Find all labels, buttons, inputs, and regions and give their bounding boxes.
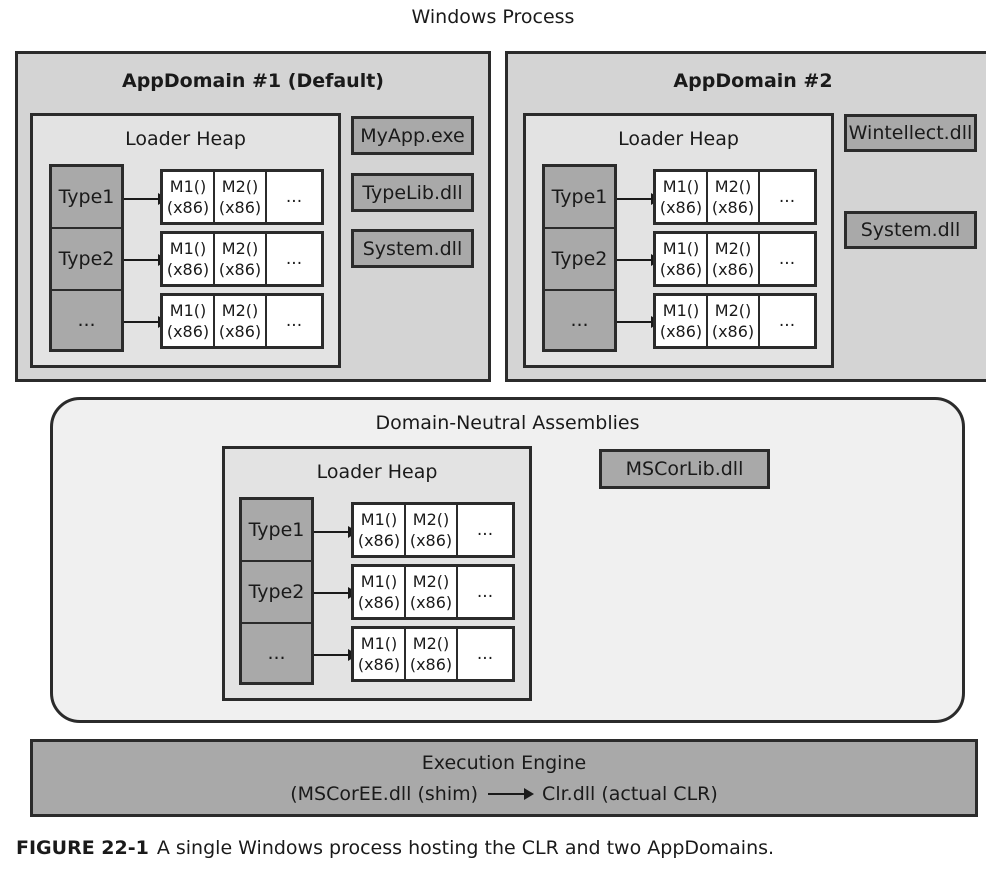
method-table-row: M1()(x86) M2()(x86) ... bbox=[160, 169, 324, 225]
method-table-row: M1()(x86) M2()(x86) ... bbox=[160, 231, 324, 287]
arrow-line bbox=[124, 198, 160, 200]
loader-heap-title: Loader Heap bbox=[618, 128, 739, 150]
arrow-line bbox=[124, 321, 160, 323]
method-cell: M1()(x86) bbox=[656, 296, 708, 346]
domain-neutral-region: Domain-Neutral Assemblies Loader Heap Ty… bbox=[50, 397, 965, 723]
method-cell: M2()(x86) bbox=[406, 629, 458, 679]
method-cell: M2()(x86) bbox=[708, 296, 760, 346]
assembly-box: Wintellect.dll bbox=[844, 114, 977, 152]
more-methods-cell: ... bbox=[778, 186, 796, 207]
domain-neutral-title: Domain-Neutral Assemblies bbox=[375, 412, 640, 434]
more-methods-cell: ... bbox=[476, 581, 494, 602]
assembly-box: MyApp.exe bbox=[351, 116, 474, 155]
appdomain-1: AppDomain #1 (Default) Loader Heap Type1… bbox=[15, 51, 491, 382]
more-methods-cell: ... bbox=[778, 248, 796, 269]
arrow-line bbox=[314, 531, 350, 533]
type-cell: Type1 bbox=[248, 519, 305, 541]
appdomain-2-title: AppDomain #2 bbox=[673, 70, 833, 92]
method-table-row: M1()(x86) M2()(x86) ... bbox=[653, 293, 817, 349]
assembly-box: System.dll bbox=[351, 229, 474, 268]
method-cell: M1()(x86) bbox=[163, 296, 215, 346]
method-cell: M2()(x86) bbox=[406, 567, 458, 617]
type-cell: Type1 bbox=[58, 186, 115, 208]
execution-engine-title: Execution Engine bbox=[421, 752, 587, 774]
method-table-row: M1()(x86) M2()(x86) ... bbox=[653, 231, 817, 287]
type-cell: Type1 bbox=[551, 186, 608, 208]
method-cell: M1()(x86) bbox=[163, 234, 215, 284]
method-cell: M1()(x86) bbox=[163, 172, 215, 222]
type-cell: ... bbox=[242, 622, 311, 682]
arrow-line bbox=[617, 321, 653, 323]
assembly-box: TypeLib.dll bbox=[351, 173, 474, 212]
method-table-row: M1()(x86) M2()(x86) ... bbox=[653, 169, 817, 225]
arrow-line bbox=[124, 259, 160, 261]
loader-heap: Loader Heap Type1 Type2 ... M1()(x86) M2… bbox=[30, 113, 341, 368]
method-cell: M2()(x86) bbox=[406, 505, 458, 555]
loader-heap: Loader Heap Type1 Type2 ... M1()(x86) M2… bbox=[222, 446, 532, 701]
figure-label: FIGURE 22-1 bbox=[16, 837, 149, 859]
arrow-line bbox=[617, 259, 653, 261]
arrow-line bbox=[617, 198, 653, 200]
method-table-row: M1()(x86) M2()(x86) ... bbox=[160, 293, 324, 349]
assembly-box: System.dll bbox=[844, 211, 977, 249]
method-cell: M1()(x86) bbox=[354, 505, 406, 555]
type-cell: Type2 bbox=[545, 227, 614, 289]
method-table-row: M1()(x86) M2()(x86) ... bbox=[351, 564, 515, 620]
arrow-line bbox=[314, 654, 350, 656]
type-cell: Type2 bbox=[52, 227, 121, 289]
loader-heap-title: Loader Heap bbox=[125, 128, 246, 150]
assembly-box: MSCorLib.dll bbox=[599, 449, 770, 489]
arrow-right-icon bbox=[488, 787, 536, 801]
more-methods-cell: ... bbox=[285, 310, 303, 331]
method-table-row: M1()(x86) M2()(x86) ... bbox=[351, 626, 515, 682]
method-cell: M1()(x86) bbox=[656, 172, 708, 222]
clr-label: Clr.dll (actual CLR) bbox=[542, 783, 718, 805]
method-cell: M2()(x86) bbox=[708, 172, 760, 222]
execution-engine: Execution Engine (MSCorEE.dll (shim) Clr… bbox=[30, 739, 978, 817]
method-cell: M2()(x86) bbox=[215, 172, 267, 222]
type-column: Type1 Type2 ... bbox=[49, 164, 124, 352]
type-cell: ... bbox=[52, 289, 121, 349]
appdomain-2: AppDomain #2 Loader Heap Type1 Type2 ...… bbox=[505, 51, 986, 382]
method-cell: M2()(x86) bbox=[708, 234, 760, 284]
more-methods-cell: ... bbox=[285, 186, 303, 207]
method-cell: M2()(x86) bbox=[215, 296, 267, 346]
type-cell: ... bbox=[545, 289, 614, 349]
arrow-line bbox=[314, 592, 350, 594]
method-cell: M1()(x86) bbox=[354, 567, 406, 617]
more-methods-cell: ... bbox=[778, 310, 796, 331]
type-column: Type1 Type2 ... bbox=[542, 164, 617, 352]
process-title: Windows Process bbox=[411, 6, 575, 28]
method-cell: M2()(x86) bbox=[215, 234, 267, 284]
shim-label: (MSCorEE.dll (shim) bbox=[290, 783, 479, 805]
type-cell: Type2 bbox=[242, 560, 311, 622]
more-methods-cell: ... bbox=[476, 519, 494, 540]
more-methods-cell: ... bbox=[285, 248, 303, 269]
engine-components: (MSCorEE.dll (shim) Clr.dll (actual CLR) bbox=[33, 783, 975, 805]
appdomain-1-title: AppDomain #1 (Default) bbox=[122, 70, 384, 92]
method-table-row: M1()(x86) M2()(x86) ... bbox=[351, 502, 515, 558]
more-methods-cell: ... bbox=[476, 643, 494, 664]
loader-heap-title: Loader Heap bbox=[316, 461, 438, 483]
loader-heap: Loader Heap Type1 Type2 ... M1()(x86) M2… bbox=[523, 113, 834, 368]
method-cell: M1()(x86) bbox=[656, 234, 708, 284]
method-cell: M1()(x86) bbox=[354, 629, 406, 679]
type-column: Type1 Type2 ... bbox=[239, 497, 314, 685]
figure-caption: FIGURE 22-1 A single Windows process host… bbox=[16, 837, 774, 859]
figure-caption-text: A single Windows process hosting the CLR… bbox=[156, 837, 775, 859]
